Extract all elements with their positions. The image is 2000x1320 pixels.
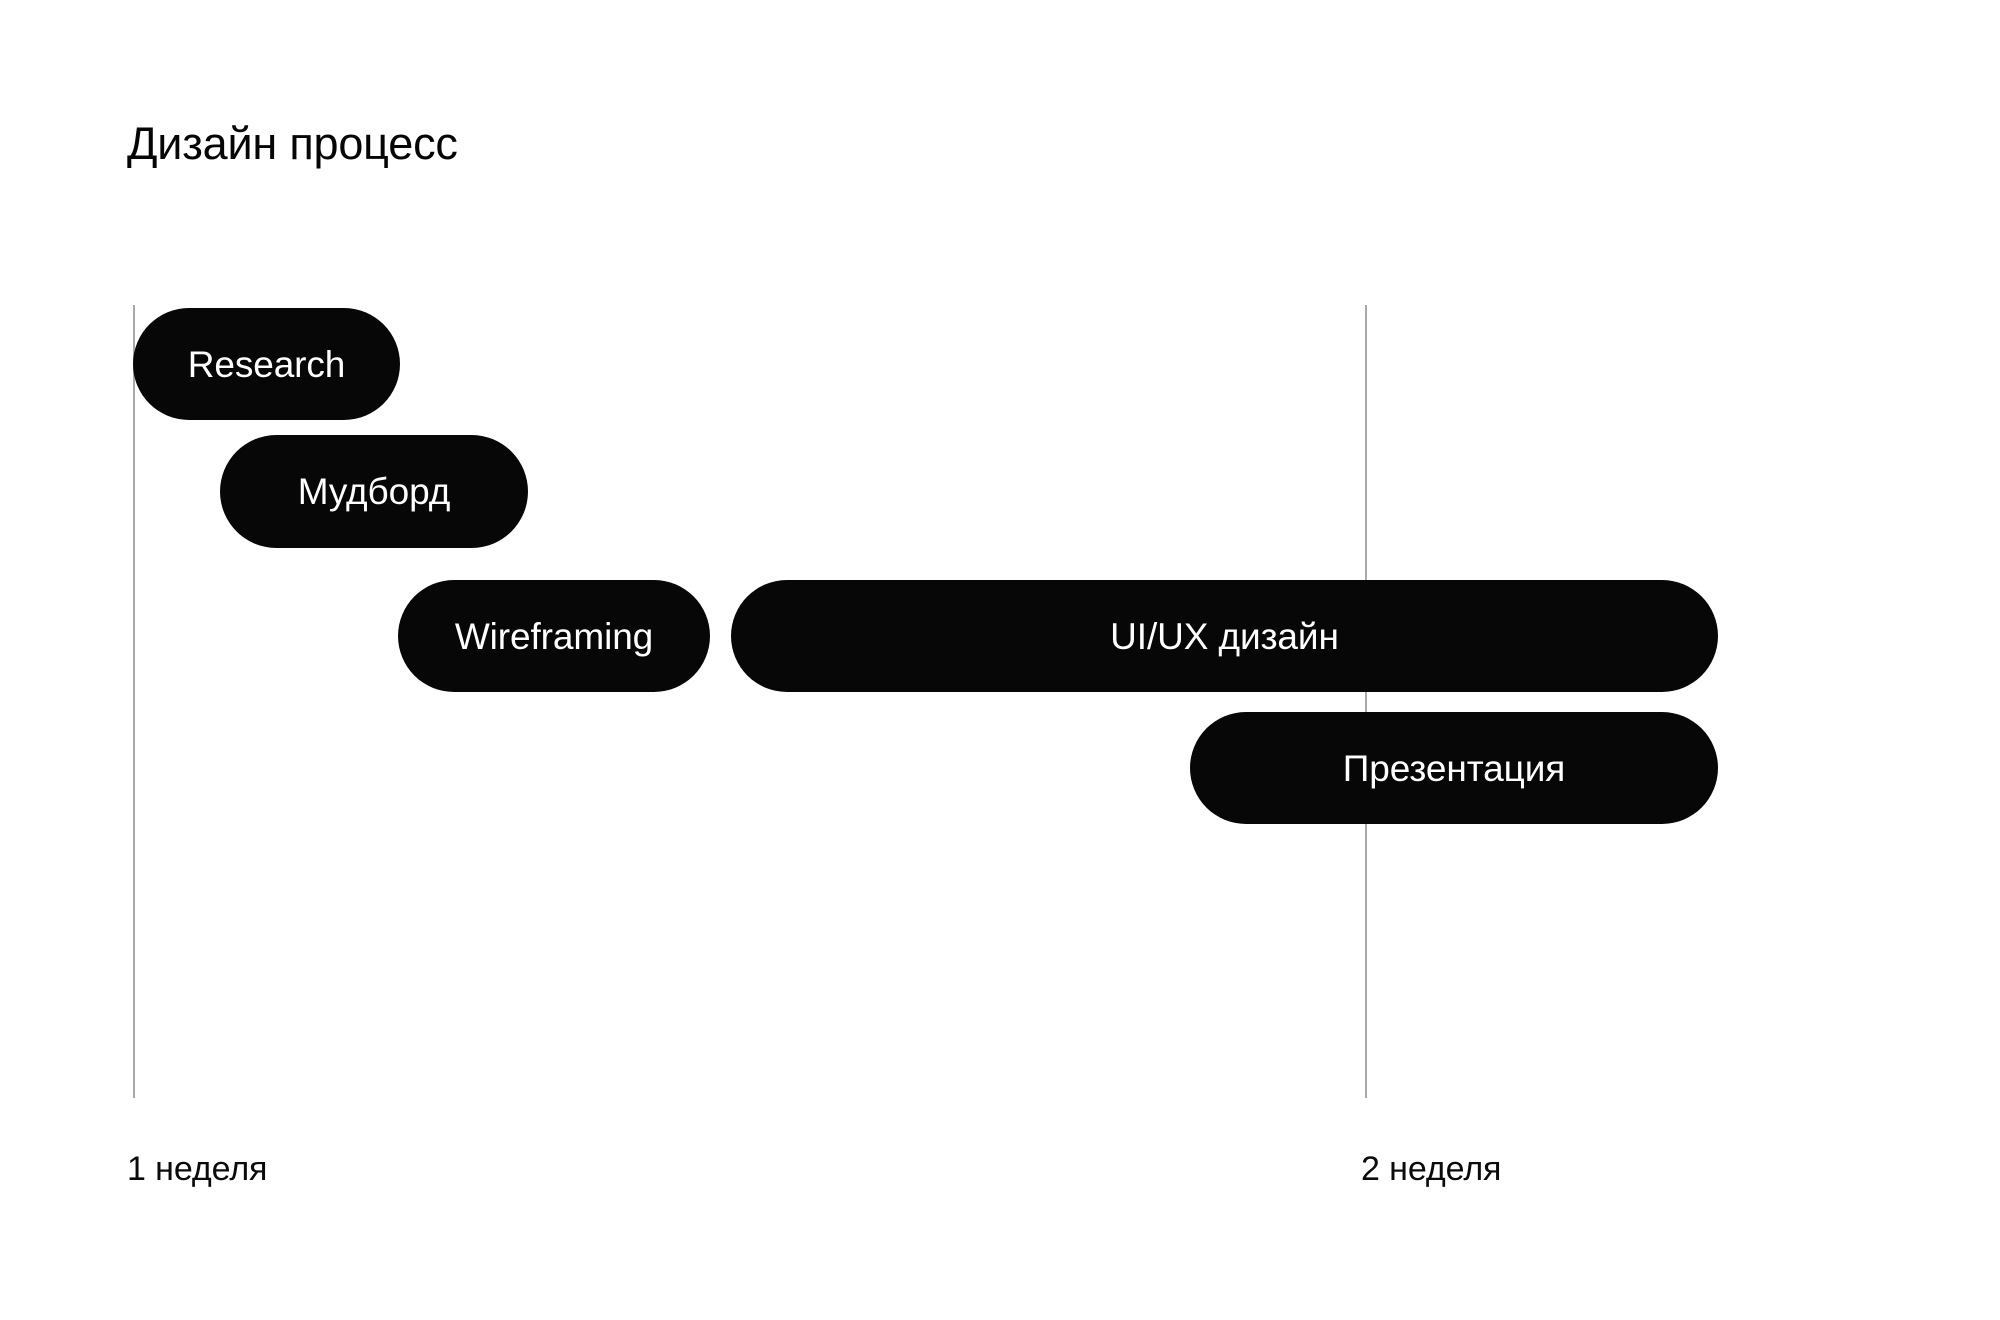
task-bar-moodboard[interactable]: Мудборд	[220, 435, 528, 548]
task-bar-label-presentation: Презентация	[1342, 747, 1566, 789]
task-bar-label-moodboard: Мудборд	[297, 471, 451, 512]
axis-tick-label-week-1: 1 неделя	[127, 1150, 268, 1188]
gridline-week-1	[133, 305, 135, 1098]
task-bar-label-uiux-design: UI/UX дизайн	[1110, 615, 1339, 657]
axis-tick-label-week-2: 2 неделя	[1361, 1150, 1502, 1188]
task-bar-uiux-design[interactable]: UI/UX дизайн	[731, 580, 1718, 692]
task-bar-presentation[interactable]: Презентация	[1190, 712, 1718, 824]
page-title: Дизайн процесс	[127, 118, 458, 169]
gridline-week-2	[1365, 305, 1367, 1098]
task-bar-wireframing[interactable]: Wireframing	[398, 580, 710, 692]
task-bar-label-research: Research	[187, 343, 346, 385]
task-bar-label-wireframing: Wireframing	[454, 615, 654, 657]
task-bar-research[interactable]: Research	[133, 308, 400, 420]
